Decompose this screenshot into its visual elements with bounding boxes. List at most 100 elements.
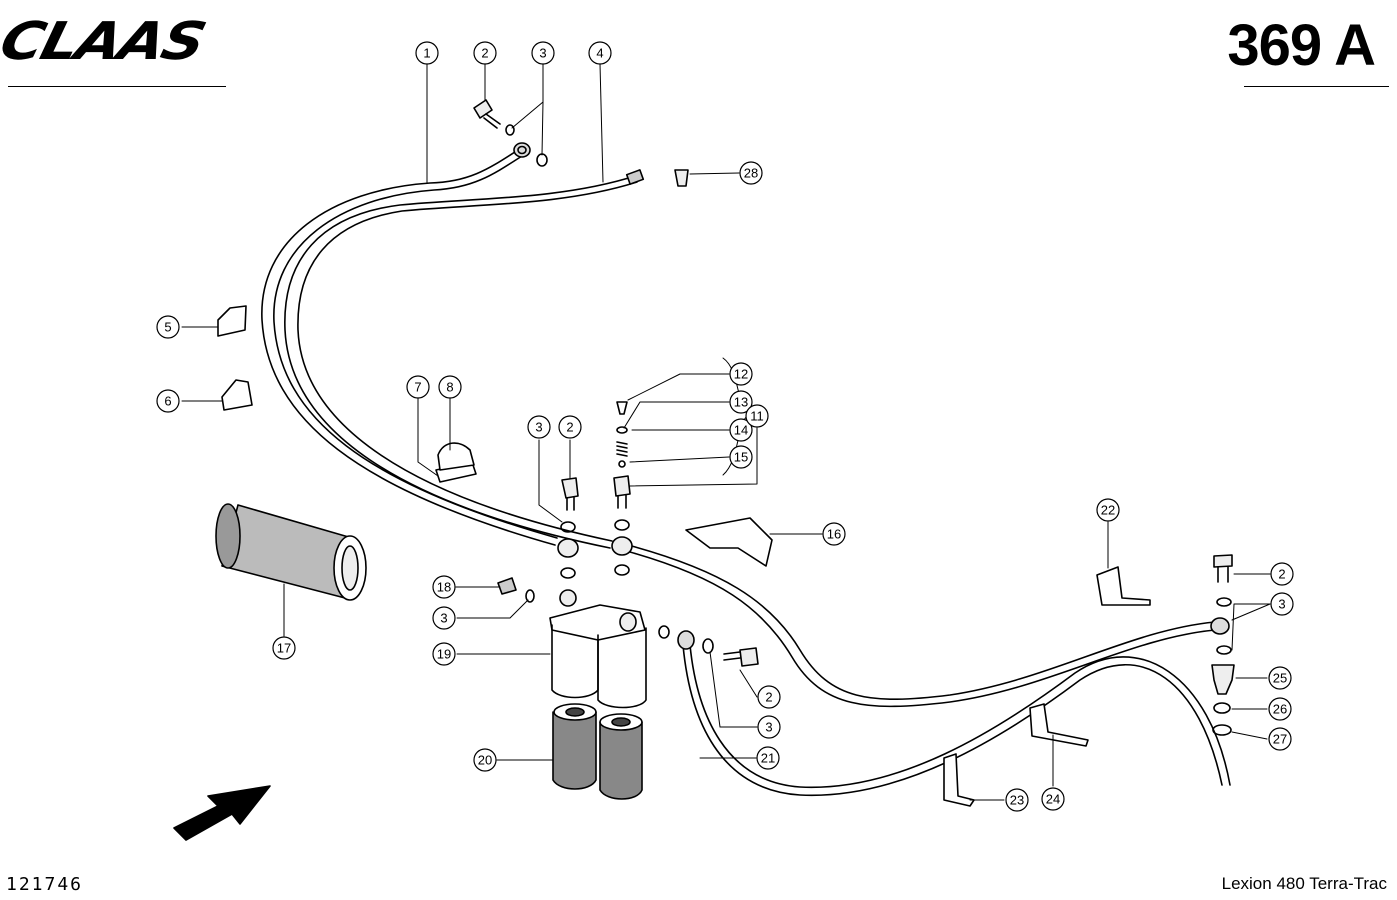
callout-c5: 5: [156, 315, 180, 339]
callout-label: 13: [734, 395, 748, 410]
washer-3-top-b: [536, 153, 548, 167]
callout-c6: 6: [156, 389, 180, 413]
callout-c13: 13: [729, 390, 753, 414]
filter-housing-19: [549, 589, 647, 709]
callout-circle: [415, 41, 439, 65]
callout-circle: [757, 715, 781, 739]
bracket-16: [685, 517, 773, 567]
part-13: [616, 426, 628, 434]
callout-circle: [745, 404, 769, 428]
callout-circle: [729, 362, 753, 386]
washer-3-right-b: [1216, 645, 1232, 655]
callout-c24: 24: [1041, 787, 1065, 811]
callout-label: 3: [1278, 597, 1285, 612]
callout-c22: 22: [1096, 498, 1120, 522]
washer-3-outlet: [658, 625, 670, 639]
ball-15: [618, 460, 626, 468]
washer-3-left-bottom: [560, 567, 576, 579]
callout-label: 20: [478, 753, 492, 768]
callout-circle: [1268, 727, 1292, 751]
bolt-2-lower: [723, 647, 759, 667]
callout-label: 8: [446, 380, 453, 395]
fitting-18: [497, 577, 517, 595]
callout-c17: 17: [272, 636, 296, 660]
callout-c21: 21: [756, 746, 780, 770]
callout-c16: 16: [822, 522, 846, 546]
callout-label: 17: [277, 641, 291, 656]
machine-model: Lexion 480 Terra-Trac: [1221, 874, 1387, 893]
header-rule-left: [8, 86, 226, 87]
part-12: [616, 401, 628, 415]
callout-circle: [473, 748, 497, 772]
callout-label: 24: [1046, 792, 1060, 807]
callout-label: 3: [539, 46, 546, 61]
callout-label: 28: [744, 166, 758, 181]
callout-label: 6: [164, 394, 171, 409]
callout-c2d: 2: [757, 685, 781, 709]
callout-label: 2: [1278, 567, 1285, 582]
callout-c3a: 3: [531, 41, 555, 65]
callout-circle: [1041, 787, 1065, 811]
callout-c14: 14: [729, 418, 753, 442]
washer-3-top-a: [505, 124, 515, 136]
banjo-left: [557, 538, 579, 558]
page-number: 369 A: [1227, 13, 1376, 78]
washer-3-right-a: [1216, 597, 1232, 607]
banjo-bolt-11: [613, 475, 631, 509]
callout-label: 26: [1273, 702, 1287, 717]
banjo-right: [611, 536, 633, 556]
callout-label: 11: [750, 409, 764, 424]
callout-label: 21: [761, 751, 775, 766]
callout-label: 4: [596, 46, 603, 61]
callout-circle: [739, 161, 763, 185]
callout-label: 2: [566, 420, 573, 435]
spring-14: [616, 441, 628, 457]
callout-circle: [1096, 498, 1120, 522]
bracket-23: [943, 753, 975, 807]
callout-c23: 23: [1005, 788, 1029, 812]
callout-c3d: 3: [432, 606, 456, 630]
washer-3-lower: [702, 638, 714, 654]
callout-label: 1: [423, 46, 430, 61]
callout-label: 19: [437, 647, 451, 662]
hose-21: [677, 630, 1231, 797]
callout-c2b: 2: [558, 415, 582, 439]
callout-circle: [756, 746, 780, 770]
bolt-2-right: [1213, 554, 1233, 583]
callout-circle: [1270, 592, 1294, 616]
callout-circle: [822, 522, 846, 546]
callout-circle: [406, 375, 430, 399]
washer-3-left-top: [560, 521, 576, 533]
callout-circle: [156, 389, 180, 413]
callout-circle: [531, 41, 555, 65]
bracket-5: [217, 305, 247, 337]
callout-circle: [527, 415, 551, 439]
callout-label: 2: [481, 46, 488, 61]
filter-elements-20: [552, 703, 643, 800]
callout-c27: 27: [1268, 727, 1292, 751]
callout-c26: 26: [1268, 697, 1292, 721]
hose-4: [284, 169, 645, 549]
adapter-25: [1211, 664, 1235, 695]
callout-circle: [432, 606, 456, 630]
callout-c8: 8: [438, 375, 462, 399]
callout-c20: 20: [473, 748, 497, 772]
bracket-24: [1029, 703, 1089, 747]
callout-c4: 4: [588, 41, 612, 65]
callout-c3b: 3: [527, 415, 551, 439]
callout-circle: [432, 575, 456, 599]
callout-circle: [588, 41, 612, 65]
callout-circle: [1268, 666, 1292, 690]
callout-c18: 18: [432, 575, 456, 599]
callout-c12: 12: [729, 362, 753, 386]
callout-label: 2: [765, 690, 772, 705]
washer-3-right-bottom: [614, 564, 630, 576]
callout-label: 16: [827, 527, 841, 542]
callout-label: 25: [1273, 671, 1287, 686]
callout-c2c: 2: [1270, 562, 1294, 586]
callout-circle: [1005, 788, 1029, 812]
callout-circle: [473, 41, 497, 65]
callout-c2a: 2: [473, 41, 497, 65]
